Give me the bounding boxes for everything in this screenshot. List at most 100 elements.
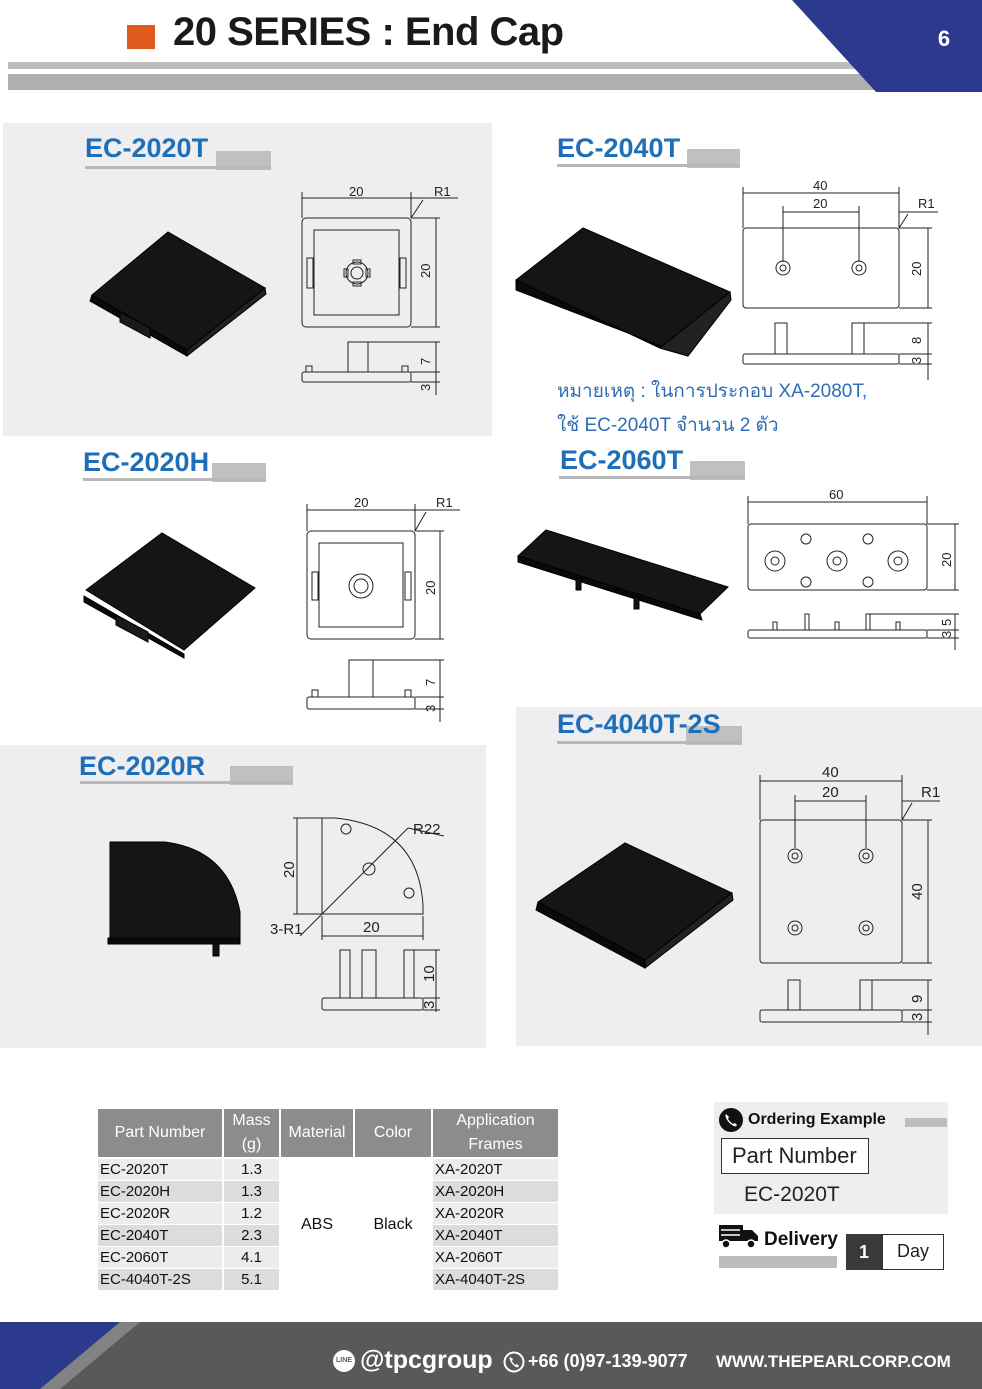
title-underline-ec2020r	[80, 781, 293, 784]
photo-ec2020t	[89, 231, 267, 358]
ordering-title-bar	[905, 1118, 947, 1127]
cell-frames: XA-2060T	[431, 1246, 560, 1269]
title-underline-ec2020h	[83, 478, 266, 481]
dim-ec2020r-corner-radius: 3-R1	[270, 921, 303, 938]
dim-ec2020h-radius: R1	[436, 495, 453, 510]
cell-frames: XA-2040T	[431, 1224, 560, 1247]
title-underline-ec4040t2s	[557, 741, 742, 744]
dim-ec4040t2s-width: 40	[822, 764, 839, 781]
ordering-title: Ordering Example	[748, 1111, 886, 1128]
footer-line-id[interactable]: @tpcgroup	[360, 1346, 493, 1374]
table-header-row: Part Number Mass (g) Material Color Appl…	[96, 1107, 560, 1159]
footer-phone-icon	[503, 1351, 525, 1373]
cell-frames: XA-2020R	[431, 1202, 560, 1225]
cell-mass: 4.1	[222, 1246, 281, 1269]
header-mass-line2: (g)	[241, 1136, 262, 1153]
page-title: 20 SERIES : End Cap	[173, 10, 564, 54]
dim-ec4040t2s-pitch: 20	[822, 784, 839, 801]
title-underline-ec2060t	[559, 476, 745, 479]
product-title-ec2020h: EC-2020H	[83, 447, 210, 477]
dim-ec4040t2s-thickness: 3	[909, 1013, 926, 1021]
delivery-unit: Day	[882, 1234, 944, 1270]
title-accent-square	[127, 25, 155, 49]
dim-ec2020t-leg: 7	[418, 358, 433, 365]
delivery-bar	[719, 1256, 837, 1268]
title-bar-ec2060t	[690, 461, 745, 480]
cell-part: EC-2020R	[96, 1202, 224, 1225]
dim-ec2020r-thickness: 3	[421, 1001, 438, 1009]
cell-color: Black	[353, 1158, 433, 1291]
photo-ec2060t	[517, 529, 729, 621]
header-frames-line1: Application	[456, 1112, 535, 1129]
cell-mass: 5.1	[222, 1268, 281, 1291]
photo-ec4040t2s	[535, 842, 734, 970]
drawing-ec2020h: 20 R1 20 7 3	[306, 495, 460, 722]
footer-phone[interactable]: +66 (0)97-139-9077	[528, 1351, 688, 1371]
product-title-ec2060t: EC-2060T	[560, 445, 684, 475]
title-bar-ec2020t	[216, 151, 271, 170]
delivery-truck-icon	[719, 1225, 758, 1249]
table-row: EC-2040T 2.3 XA-2040T	[96, 1224, 560, 1247]
drawing-ec2040t: 40 20 R1 20 8 3	[742, 178, 938, 380]
table-row: EC-2060T 4.1 XA-2060T	[96, 1246, 560, 1269]
drawings-layer: 20 R1 20 7 3 40 20 R1 20 8 3	[83, 178, 959, 1035]
assembly-note-line2: ใช้ EC-2040T จำนวน 2 ตัว	[557, 415, 779, 436]
dim-ec2060t-width: 60	[829, 487, 843, 502]
dim-ec2040t-thickness: 3	[909, 357, 924, 364]
dim-ec2020h-height: 20	[423, 581, 438, 595]
cell-part: EC-2020H	[96, 1180, 224, 1203]
footer-band	[0, 1322, 982, 1389]
cell-mass: 1.3	[222, 1180, 281, 1203]
dim-ec2040t-radius: R1	[918, 196, 935, 211]
dim-ec2020h-width: 20	[354, 495, 368, 510]
drawing-ec2020t: 20 R1 20 7 3	[301, 184, 458, 395]
product-title-ec2040t: EC-2040T	[557, 133, 681, 163]
dim-ec2020r-radius: R22	[413, 821, 441, 838]
dim-ec2020r-width: 20	[363, 919, 380, 936]
dim-ec2040t-leg: 8	[909, 337, 924, 344]
cell-mass: 1.3	[222, 1158, 281, 1181]
header-rule-thick	[8, 74, 876, 90]
dim-ec2020r-height: 20	[281, 861, 298, 878]
dim-ec2040t-pitch: 20	[813, 196, 827, 211]
table-row: EC-2020H 1.3 XA-2020H	[96, 1180, 560, 1203]
title-bar-ec2040t	[687, 149, 740, 168]
cell-part: EC-2020T	[96, 1158, 224, 1181]
cell-frames: XA-2020H	[431, 1180, 560, 1203]
header-frames: Application Frames	[431, 1107, 560, 1159]
title-bar-ec2020r	[230, 766, 293, 785]
dim-ec4040t2s-radius: R1	[921, 784, 940, 801]
part-number-label: Part Number	[732, 1143, 857, 1168]
title-bar-ec4040t2s	[686, 726, 742, 745]
cell-part: EC-2060T	[96, 1246, 224, 1269]
table-row: EC-4040T-2S 5.1 XA-4040T-2S	[96, 1268, 560, 1291]
dim-ec2040t-height: 20	[909, 262, 924, 276]
header-color: Color	[353, 1107, 433, 1159]
dim-ec2020t-radius: R1	[434, 184, 451, 199]
phone-icon	[719, 1108, 743, 1132]
title-bar-ec2020h	[212, 463, 266, 482]
title-underline-ec2040t	[557, 164, 740, 167]
photo-ec2020h	[83, 532, 256, 659]
drawing-ec2060t: 60 20 3 5	[747, 487, 959, 650]
header-mass: Mass (g)	[222, 1107, 281, 1159]
drawing-ec4040t2s: 40 20 R1 40 9 3	[759, 764, 940, 1035]
header-part-number: Part Number	[96, 1107, 224, 1159]
header-rule-thin	[8, 62, 866, 69]
delivery-label: Delivery	[764, 1229, 838, 1250]
dim-ec4040t2s-leg: 9	[909, 995, 926, 1003]
cell-material: ABS	[279, 1158, 355, 1291]
spec-table: Part Number Mass (g) Material Color Appl…	[96, 1107, 560, 1291]
dim-ec2060t-thickness: 3	[939, 631, 954, 638]
dim-ec4040t2s-height: 40	[909, 883, 926, 900]
header-frames-line2: Frames	[468, 1136, 523, 1153]
assembly-note-line1: หมายเหตุ : ในการประกอบ XA-2080T,	[557, 381, 868, 402]
dim-ec2020h-leg: 7	[423, 679, 438, 686]
header-material: Material	[279, 1107, 355, 1159]
dim-ec2020h-thickness: 3	[423, 705, 438, 712]
part-number-box	[721, 1138, 869, 1174]
photo-ec2040t	[515, 227, 732, 357]
footer-website[interactable]: WWW.THEPEARLCORP.COM	[716, 1352, 951, 1371]
dim-ec2060t-leg: 5	[939, 619, 954, 626]
product-title-ec2020r: EC-2020R	[79, 751, 206, 781]
